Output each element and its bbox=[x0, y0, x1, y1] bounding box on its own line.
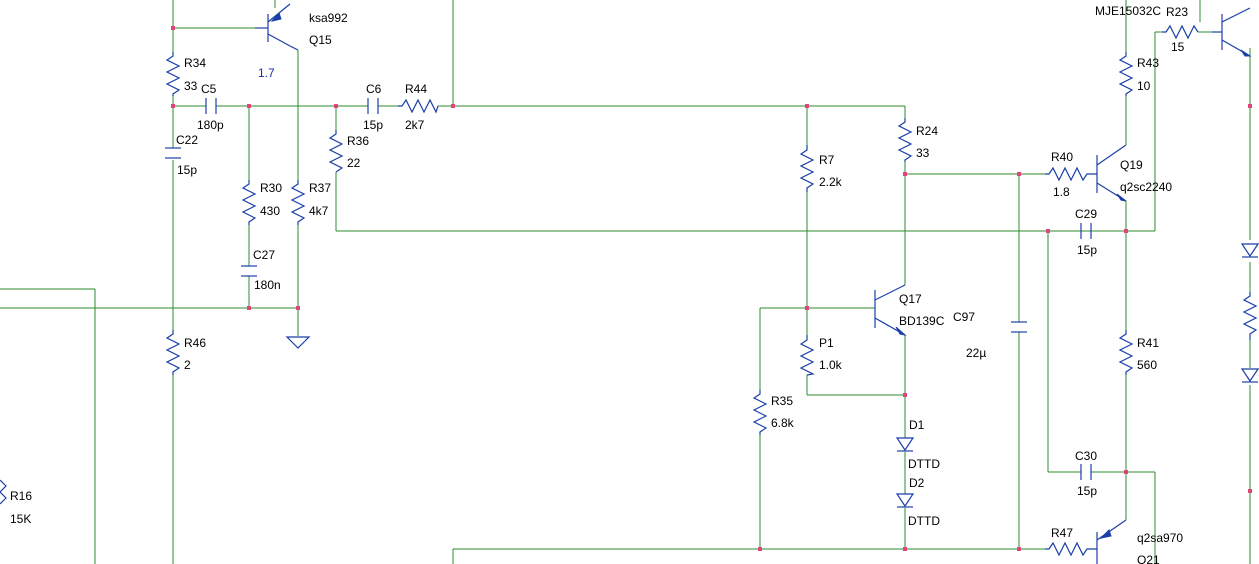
r47-symbol bbox=[1045, 541, 1097, 557]
label-q15-model: ksa992 bbox=[309, 11, 348, 25]
q19-symbol bbox=[1096, 144, 1127, 202]
r16-symbol bbox=[0, 479, 7, 505]
label-r40-value: 1.8 bbox=[1053, 185, 1070, 199]
label-c30-value: 15p bbox=[1077, 484, 1097, 498]
label-c27-value: 180n bbox=[254, 278, 281, 292]
label-r7-value: 2.2k bbox=[819, 175, 843, 189]
label-c29-value: 15p bbox=[1077, 243, 1097, 257]
label-q19-model: q2sc2240 bbox=[1120, 180, 1172, 194]
label-q17-model: BD139C bbox=[899, 314, 945, 328]
label-p1-ref: P1 bbox=[819, 336, 834, 350]
r23-symbol bbox=[1162, 24, 1199, 40]
label-r34-ref: R34 bbox=[184, 56, 206, 70]
r40-symbol bbox=[1045, 166, 1097, 182]
label-r44-ref: R44 bbox=[405, 82, 427, 96]
label-c5-ref: C5 bbox=[201, 82, 217, 96]
label-r47-ref: R47 bbox=[1051, 526, 1073, 540]
label-c30-ref: C30 bbox=[1075, 449, 1097, 463]
label-r30-ref: R30 bbox=[260, 181, 282, 195]
label-r16-value: 15K bbox=[10, 512, 31, 526]
label-p1-value: 1.0k bbox=[819, 358, 843, 372]
label-d1-value: DTTD bbox=[908, 457, 940, 471]
q21-symbol bbox=[1096, 519, 1127, 564]
label-r35-value: 6.8k bbox=[771, 416, 795, 430]
r30-symbol bbox=[241, 180, 257, 225]
label-r46-value: 2 bbox=[184, 358, 191, 372]
r37-symbol bbox=[290, 180, 306, 225]
r7-symbol bbox=[799, 145, 815, 192]
r41-symbol bbox=[1118, 330, 1134, 375]
label-d1-ref: D1 bbox=[909, 418, 925, 432]
label-r36-ref: R36 bbox=[347, 134, 369, 148]
label-r43-value: 10 bbox=[1137, 79, 1151, 93]
ground-symbol bbox=[285, 336, 311, 349]
label-q17-ref: Q17 bbox=[899, 292, 922, 306]
label-r16-ref: R16 bbox=[10, 489, 32, 503]
label-r44-value: 2k7 bbox=[405, 118, 425, 132]
d1-symbol bbox=[895, 437, 915, 452]
r35-symbol bbox=[752, 390, 768, 435]
r34-symbol bbox=[165, 52, 181, 96]
mje15032c-symbol bbox=[1212, 7, 1252, 57]
label-r43-ref: R43 bbox=[1137, 56, 1159, 70]
d2-symbol bbox=[895, 493, 915, 508]
r24-symbol bbox=[897, 118, 913, 162]
q17-symbol bbox=[874, 284, 907, 336]
label-c97-ref: C97 bbox=[953, 310, 975, 324]
label-mje15032c: MJE15032C bbox=[1095, 4, 1161, 18]
right-diode-1 bbox=[1240, 243, 1259, 258]
label-r35-ref: R35 bbox=[771, 394, 793, 408]
label-q21-ref: Q21 bbox=[1137, 553, 1160, 564]
label-r23-ref: R23 bbox=[1166, 5, 1188, 19]
r44-symbol bbox=[398, 98, 439, 114]
label-r41-ref: R41 bbox=[1137, 336, 1159, 350]
label-r46-ref: R46 bbox=[184, 336, 206, 350]
label-q19-ref: Q19 bbox=[1120, 158, 1143, 172]
label-q15-voltage: 1.7 bbox=[258, 66, 275, 80]
label-c22-ref: C22 bbox=[176, 133, 198, 147]
label-r36-value: 22 bbox=[347, 156, 361, 170]
label-c5-value: 180p bbox=[197, 118, 224, 132]
label-c6-ref: C6 bbox=[366, 82, 382, 96]
label-q21-model: q2sa970 bbox=[1137, 531, 1183, 545]
label-r41-value: 560 bbox=[1137, 358, 1157, 372]
r43-symbol bbox=[1118, 52, 1134, 96]
label-r7-ref: R7 bbox=[819, 153, 835, 167]
labels: R34 33 C5 180p C22 15p R30 430 R37 4k7 C… bbox=[10, 4, 1188, 564]
q15-symbol bbox=[255, 3, 299, 51]
label-r24-value: 33 bbox=[916, 146, 930, 160]
label-c97-value: 22µ bbox=[966, 346, 986, 360]
r36-symbol bbox=[328, 130, 344, 173]
label-r30-value: 430 bbox=[260, 204, 280, 218]
label-c22-value: 15p bbox=[177, 163, 197, 177]
label-q15-ref: Q15 bbox=[309, 33, 332, 47]
component-symbols bbox=[0, 3, 1259, 564]
label-r37-ref: R37 bbox=[309, 181, 331, 195]
label-r24-ref: R24 bbox=[916, 124, 938, 138]
label-r37-value: 4k7 bbox=[309, 204, 329, 218]
r46-symbol bbox=[165, 330, 181, 375]
label-c27-ref: C27 bbox=[253, 248, 275, 262]
label-r40-ref: R40 bbox=[1051, 150, 1073, 164]
label-r23-value: 15 bbox=[1171, 40, 1185, 54]
right-diode-2 bbox=[1240, 368, 1259, 383]
label-c29-ref: C29 bbox=[1075, 207, 1097, 221]
right-resistor bbox=[1242, 292, 1258, 340]
junctions bbox=[171, 26, 1252, 551]
p1-symbol bbox=[799, 335, 815, 376]
label-d2-value: DTTD bbox=[908, 514, 940, 528]
label-d2-ref: D2 bbox=[909, 476, 925, 490]
label-r34-value: 33 bbox=[184, 79, 198, 93]
label-c6-value: 15p bbox=[363, 118, 383, 132]
